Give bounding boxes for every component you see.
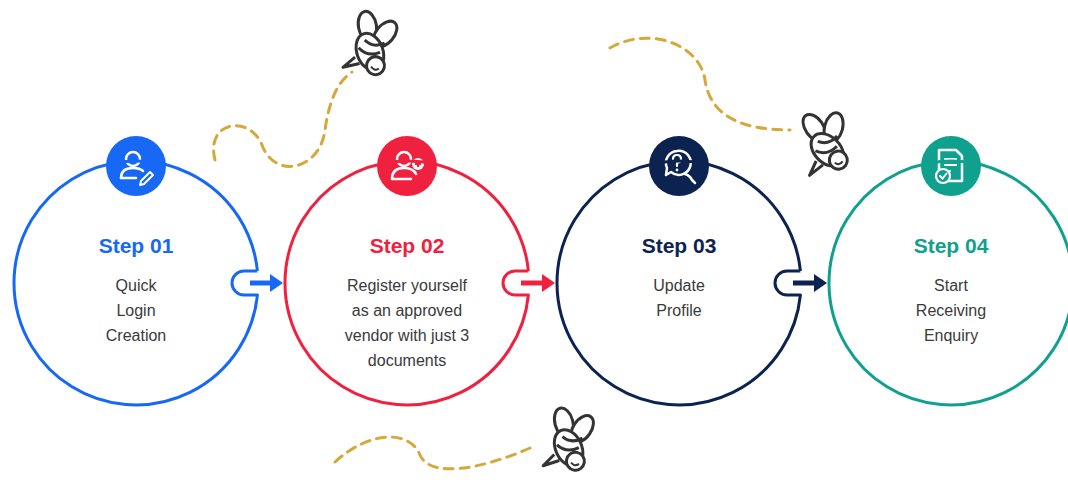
step-content: Step 03 Update Profile <box>557 233 801 323</box>
step-heading: Step 01 <box>14 233 258 259</box>
step-circle: Step 02 Register yourself as an approved … <box>285 161 529 405</box>
connector-line <box>250 281 272 286</box>
arrow-connector <box>250 274 283 292</box>
step-description: Update Profile <box>641 273 717 323</box>
step-heading: Step 04 <box>829 233 1068 259</box>
step-content: Step 02 Register yourself as an approved … <box>285 233 529 373</box>
bee <box>541 403 599 475</box>
user-edit-icon <box>106 136 166 196</box>
step-heading: Step 02 <box>285 233 529 259</box>
document-check-icon <box>921 136 981 196</box>
arrow-connector <box>521 274 555 292</box>
question-chat-icon <box>649 136 709 196</box>
arrowhead <box>270 274 283 292</box>
step-content: Step 04 Start Receiving Enquiry <box>829 233 1068 348</box>
flight-path <box>610 38 790 130</box>
step-description: Start Receiving Enquiry <box>910 273 992 348</box>
flight-path <box>214 72 352 166</box>
step-heading: Step 03 <box>557 233 801 259</box>
step-description: Register yourself as an approved vendor … <box>340 273 474 373</box>
flight-path <box>335 437 530 469</box>
step-content: Step 01 Quick Login Creation <box>14 233 258 348</box>
connector-line <box>521 281 544 286</box>
arrow-connector <box>793 274 827 292</box>
arrowhead <box>542 274 555 292</box>
step-description: Quick Login Creation <box>98 273 174 348</box>
bee <box>341 6 404 81</box>
step-circle: Step 01 Quick Login Creation <box>14 161 258 405</box>
step-circle: Step 04 Start Receiving Enquiry <box>829 161 1068 405</box>
user-add-icon <box>377 136 437 196</box>
arrowhead <box>814 274 827 292</box>
bee <box>797 105 855 177</box>
connector-line <box>793 281 816 286</box>
step-circle: Step 03 Update Profile <box>557 161 801 405</box>
